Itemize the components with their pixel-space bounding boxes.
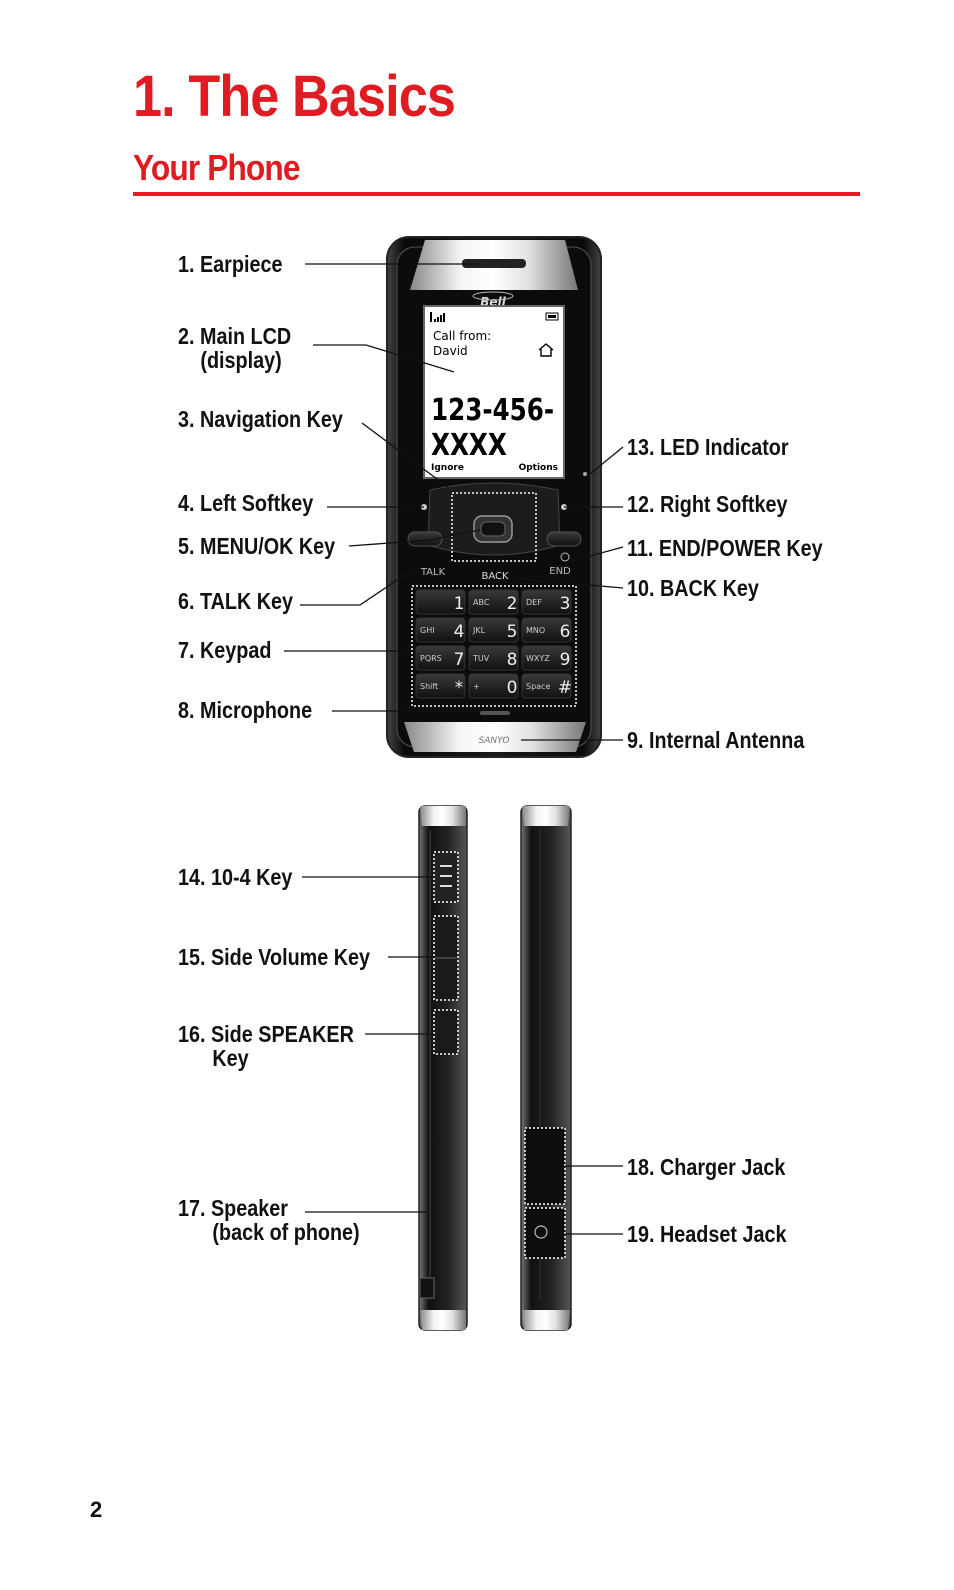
- keypad-key-letters: TUV: [472, 654, 490, 663]
- keypad-key-digit: 1: [454, 594, 465, 614]
- callout-ten-four-key: 14. 10-4 Key: [178, 864, 293, 890]
- led-indicator: [583, 472, 587, 476]
- keypad-key-letters: JKL: [472, 626, 486, 635]
- talk-key: TALK: [420, 567, 446, 578]
- phone-side-right: [520, 805, 572, 1331]
- keypad-key-digit: *: [455, 678, 464, 698]
- phone-side-left: [418, 805, 468, 1331]
- keypad-key: JKL 5: [468, 617, 519, 643]
- keypad-key: PQRS 7: [415, 645, 466, 671]
- headset-icon: [534, 1225, 548, 1239]
- chapter-title: 1. The Basics: [133, 64, 456, 129]
- keypad-key-letters: PQRS: [420, 654, 442, 663]
- keypad-key: WXYZ 9: [521, 645, 572, 671]
- brand-bottom: SANYO: [478, 736, 509, 746]
- callout-back-key: 10. BACK Key: [627, 575, 759, 601]
- keypad-key-letters: DEF: [526, 598, 542, 607]
- keypad-key-digit: 7: [454, 650, 465, 670]
- callout-led-indicator: 13. LED Indicator: [627, 434, 789, 460]
- keypad-key: TUV 8: [468, 645, 519, 671]
- keypad-key: Shift *: [415, 673, 466, 699]
- callout-headset-jack: 19. Headset Jack: [627, 1221, 787, 1247]
- charger-jack: [524, 1127, 566, 1205]
- callout-earpiece: 1. Earpiece: [178, 251, 283, 277]
- keypad-key-digit: 5: [507, 622, 518, 642]
- battery-icon: [545, 312, 559, 321]
- callout-internal-antenna: 9. Internal Antenna: [627, 727, 805, 753]
- back-key: BACK: [481, 571, 509, 582]
- callout-main-lcd-label: 2. Main LCD: [178, 323, 292, 349]
- microphone: [480, 711, 510, 715]
- callout-left-softkey: 4. Left Softkey: [178, 490, 314, 516]
- callout-main-lcd-sub: (display): [200, 347, 282, 373]
- power-icon: [560, 552, 570, 562]
- lcd-line1: Call from:: [433, 329, 491, 343]
- callout-keypad: 7. Keypad: [178, 637, 272, 663]
- callout-end-power-key: 11. END/POWER Key: [627, 535, 823, 561]
- callout-side-speaker-sub: Key: [212, 1045, 249, 1071]
- callout-microphone: 8. Microphone: [178, 697, 313, 723]
- keypad-key-digit: 6: [560, 622, 571, 642]
- keypad-key-digit: 4: [454, 622, 465, 642]
- keypad-key: 1: [415, 589, 466, 615]
- keypad-key-letters: Shift: [420, 682, 438, 691]
- keypad-key: ABC 2: [468, 589, 519, 615]
- keypad-key-letters: MNO: [526, 626, 545, 635]
- keypad-key-digit: 9: [560, 650, 571, 670]
- home-icon: [538, 343, 554, 357]
- side-speaker-key: [433, 1009, 459, 1055]
- keypad-key: GHI 4: [415, 617, 466, 643]
- callout-main-lcd: 2. Main LCD (display): [178, 324, 291, 372]
- keypad-key-digit: 3: [560, 594, 571, 614]
- keypad-key-digit: #: [558, 678, 572, 698]
- keypad-highlight: [411, 585, 577, 707]
- nav-key-highlight: [451, 492, 537, 562]
- callout-right-softkey: 12. Right Softkey: [627, 491, 788, 517]
- keypad-key-letters: ABC: [473, 598, 490, 607]
- keypad-key-digit: 2: [507, 594, 518, 614]
- callout-charger-jack: 18. Charger Jack: [627, 1154, 786, 1180]
- callout-lines: [284, 263, 624, 1235]
- phone-front: Bell Call from: David 123-456- XXXX Igno…: [386, 236, 602, 758]
- lcd-left-soft: Ignore: [431, 463, 464, 473]
- keypad-key: MNO 6: [521, 617, 572, 643]
- keypad-key-letters: Space: [526, 682, 550, 691]
- callout-talk-key: 6. TALK Key: [178, 588, 294, 614]
- callout-menu-ok-key: 5. MENU/OK Key: [178, 533, 336, 559]
- callout-side-speaker-label: 16. Side SPEAKER: [178, 1021, 354, 1047]
- speaker-grille: [419, 1277, 435, 1299]
- section-title: Your Phone: [133, 147, 301, 188]
- lcd-line2: David: [433, 344, 468, 358]
- callout-speaker-label: 17. Speaker: [178, 1195, 288, 1221]
- section-rule: [133, 192, 860, 196]
- callout-speaker-sub: (back of phone): [212, 1219, 360, 1245]
- callout-navigation-key: 3. Navigation Key: [178, 406, 343, 432]
- callout-side-speaker-key: 16. Side SPEAKER Key: [178, 1022, 354, 1070]
- keypad-key: DEF 3: [521, 589, 572, 615]
- keypad-key-letters: WXYZ: [526, 654, 550, 663]
- bottom-chrome: [404, 722, 586, 752]
- main-lcd: [423, 305, 565, 479]
- callout-side-volume-key: 15. Side Volume Key: [178, 944, 371, 970]
- keypad-key-letters: GHI: [420, 626, 435, 635]
- end-key: END: [549, 566, 571, 577]
- keypad-key: Space #: [521, 673, 572, 699]
- signal-icon: [430, 312, 445, 322]
- lcd-right-soft: Options: [519, 463, 558, 473]
- keypad-key-digit: 0: [507, 678, 518, 698]
- page-number: 2: [90, 1497, 103, 1522]
- earpiece-slot: [462, 259, 526, 268]
- lcd-number-line2: XXXX: [431, 429, 507, 463]
- lcd-number-line1: 123-456-: [431, 394, 554, 428]
- keypad-key-digit: 8: [507, 650, 518, 670]
- callout-speaker: 17. Speaker (back of phone): [178, 1196, 360, 1244]
- headset-jack: [524, 1207, 566, 1259]
- keypad-key-letters: +: [473, 682, 480, 691]
- keypad-key: +0: [468, 673, 519, 699]
